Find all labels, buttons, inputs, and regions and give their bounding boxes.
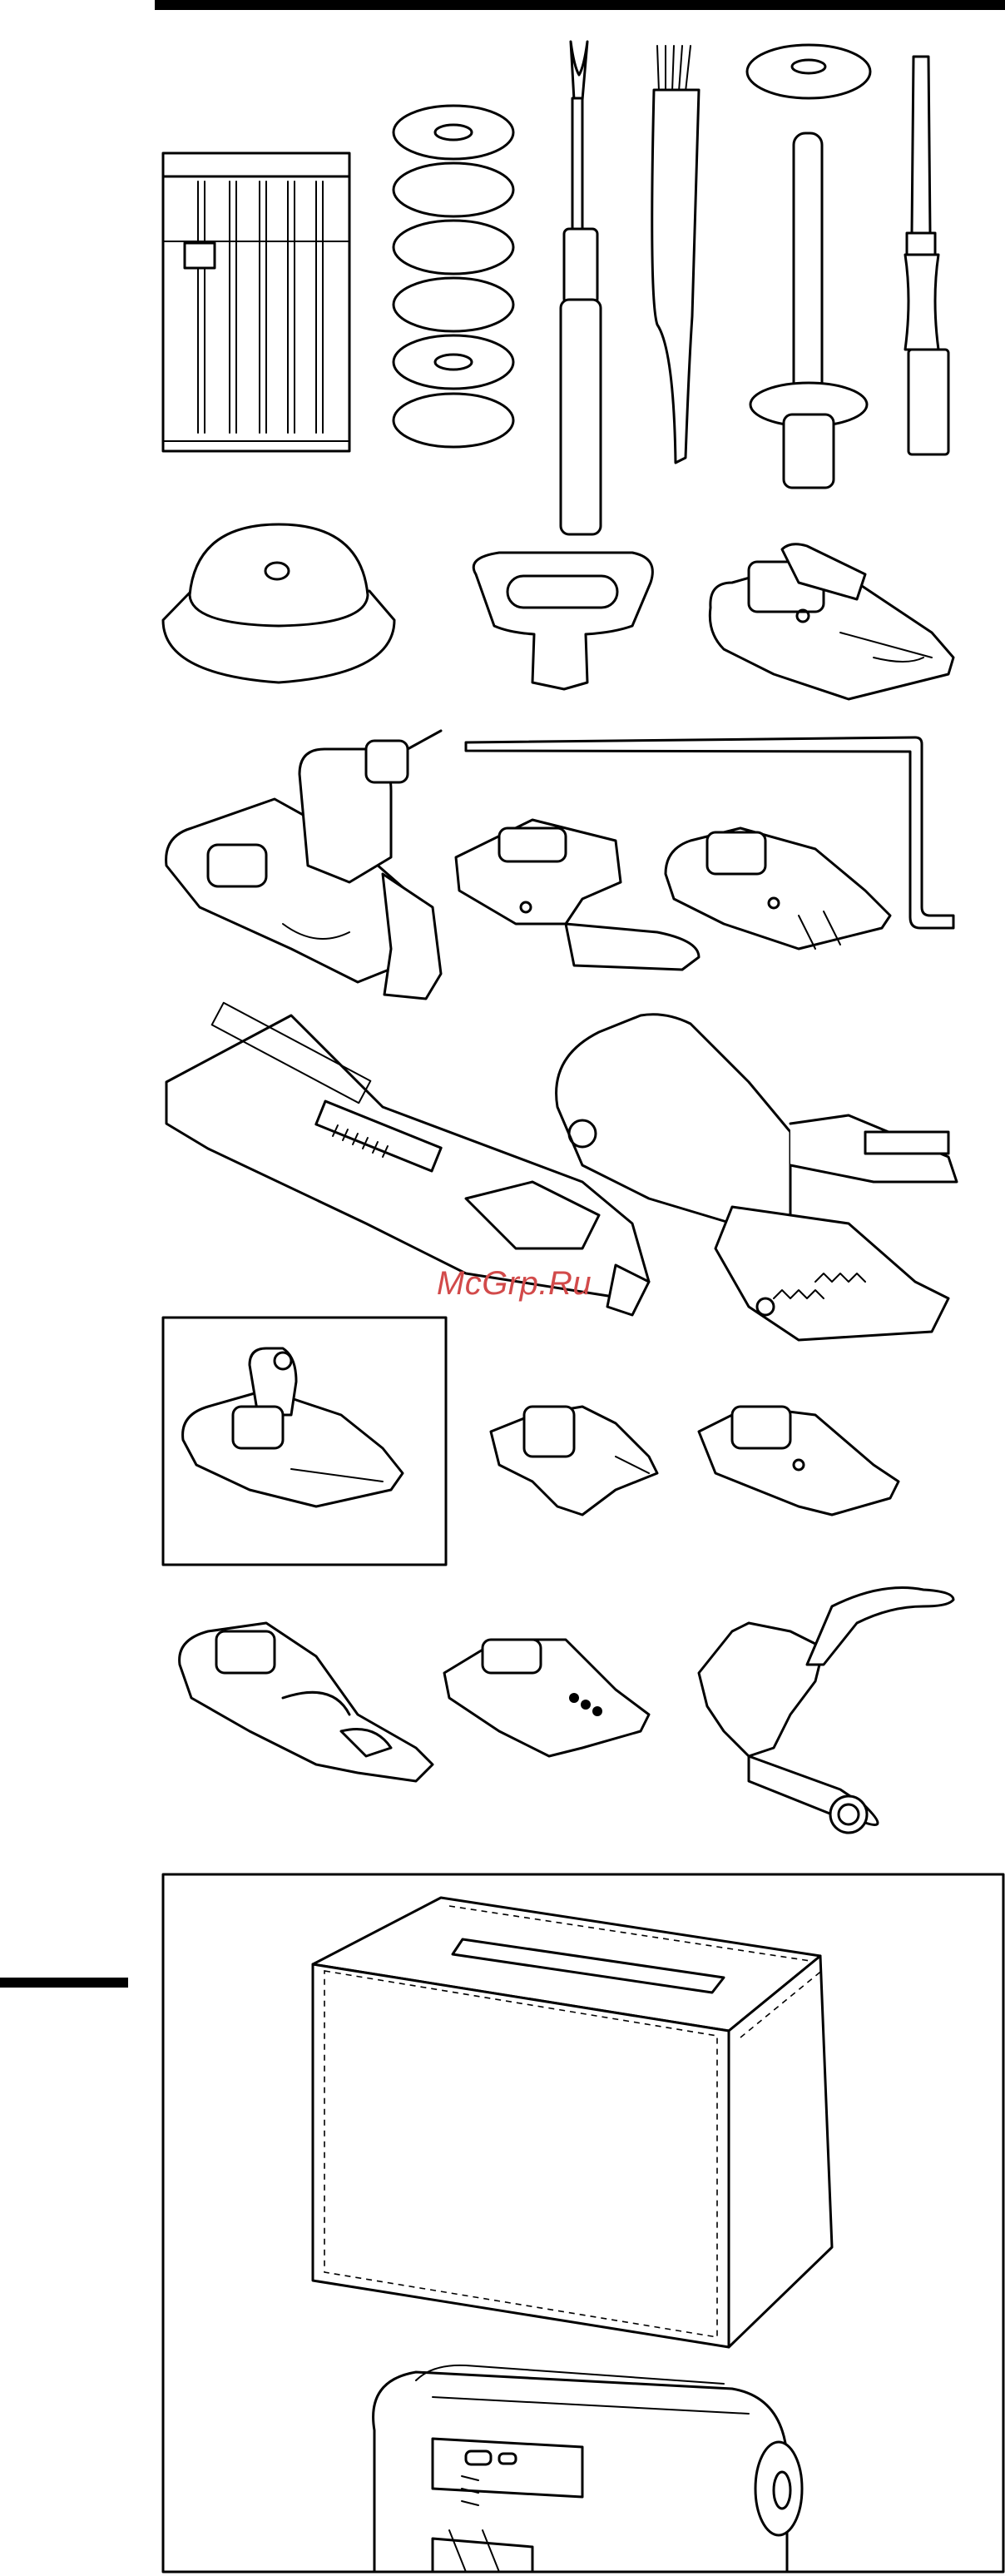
spool-cap-icon bbox=[163, 524, 394, 682]
needle-pack-icon bbox=[163, 153, 349, 451]
presser-foot-icon bbox=[699, 1407, 899, 1515]
presser-foot-icon bbox=[183, 1348, 403, 1506]
presser-foot-icon bbox=[166, 731, 441, 999]
lint-brush-icon bbox=[652, 46, 699, 463]
side-rule bbox=[0, 1978, 128, 1988]
presser-foot-icon bbox=[180, 1623, 433, 1781]
disc-screwdriver-icon bbox=[473, 553, 652, 689]
dust-cover-icon bbox=[313, 1898, 832, 2347]
presser-foot-icon bbox=[710, 544, 953, 699]
seam-ripper-icon bbox=[561, 42, 601, 534]
spool-pin-icon bbox=[747, 45, 870, 488]
watermark-text: McGrp.Ru bbox=[423, 1265, 606, 1303]
bobbin-stack-icon bbox=[394, 106, 513, 447]
presser-foot-icon bbox=[491, 1407, 657, 1515]
darning-foot-icon bbox=[699, 1588, 953, 1834]
top-rule bbox=[155, 0, 1005, 10]
presser-foot-icon bbox=[666, 828, 890, 949]
sewing-machine-icon bbox=[374, 2365, 802, 2572]
screwdriver-icon bbox=[905, 57, 948, 454]
presser-foot-icon bbox=[444, 1640, 649, 1756]
presser-foot-icon bbox=[456, 820, 699, 970]
